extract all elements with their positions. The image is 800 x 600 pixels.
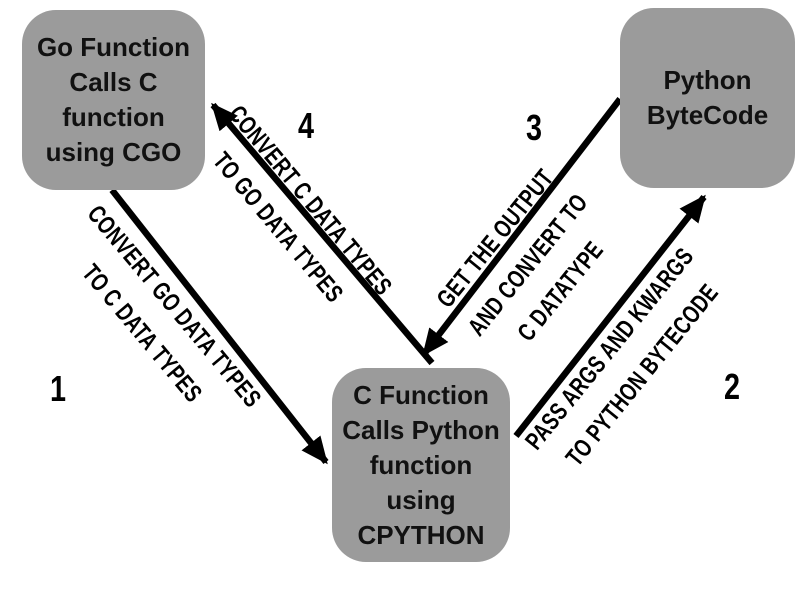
node-label-line: CPYTHON xyxy=(357,519,485,550)
node-label-line: Go Function xyxy=(36,32,191,62)
node-label-line: ByteCode xyxy=(646,100,769,130)
node-label-line: function xyxy=(369,449,473,480)
node-label-line: function xyxy=(62,102,165,132)
arrow-4-label: CONVERT C DATA TYPES TO GO DATA TYPES xyxy=(185,96,403,333)
arrow-3-number: 3 xyxy=(525,107,543,148)
arrow-4-number: 4 xyxy=(297,105,315,146)
node-label-line: Calls C xyxy=(69,67,158,97)
node-label-line: Calls Python xyxy=(342,414,500,445)
node-c-function: C Function Calls Python function using C… xyxy=(332,368,510,562)
node-label-line: using xyxy=(386,484,456,515)
node-go-function: Go Function Calls C function using CGO xyxy=(22,10,205,190)
arrow-1-number: 1 xyxy=(49,368,67,409)
node-python-bytecode: Python ByteCode xyxy=(620,8,795,188)
arrow-1-label: CONVERT GO DATA TYPES TO C DATA TYPES xyxy=(44,196,272,445)
node-label-line: Python xyxy=(663,65,752,95)
node-label-line: using CGO xyxy=(45,137,182,167)
node-label-line: C Function xyxy=(353,379,489,410)
arrow-2-number: 2 xyxy=(723,366,741,407)
